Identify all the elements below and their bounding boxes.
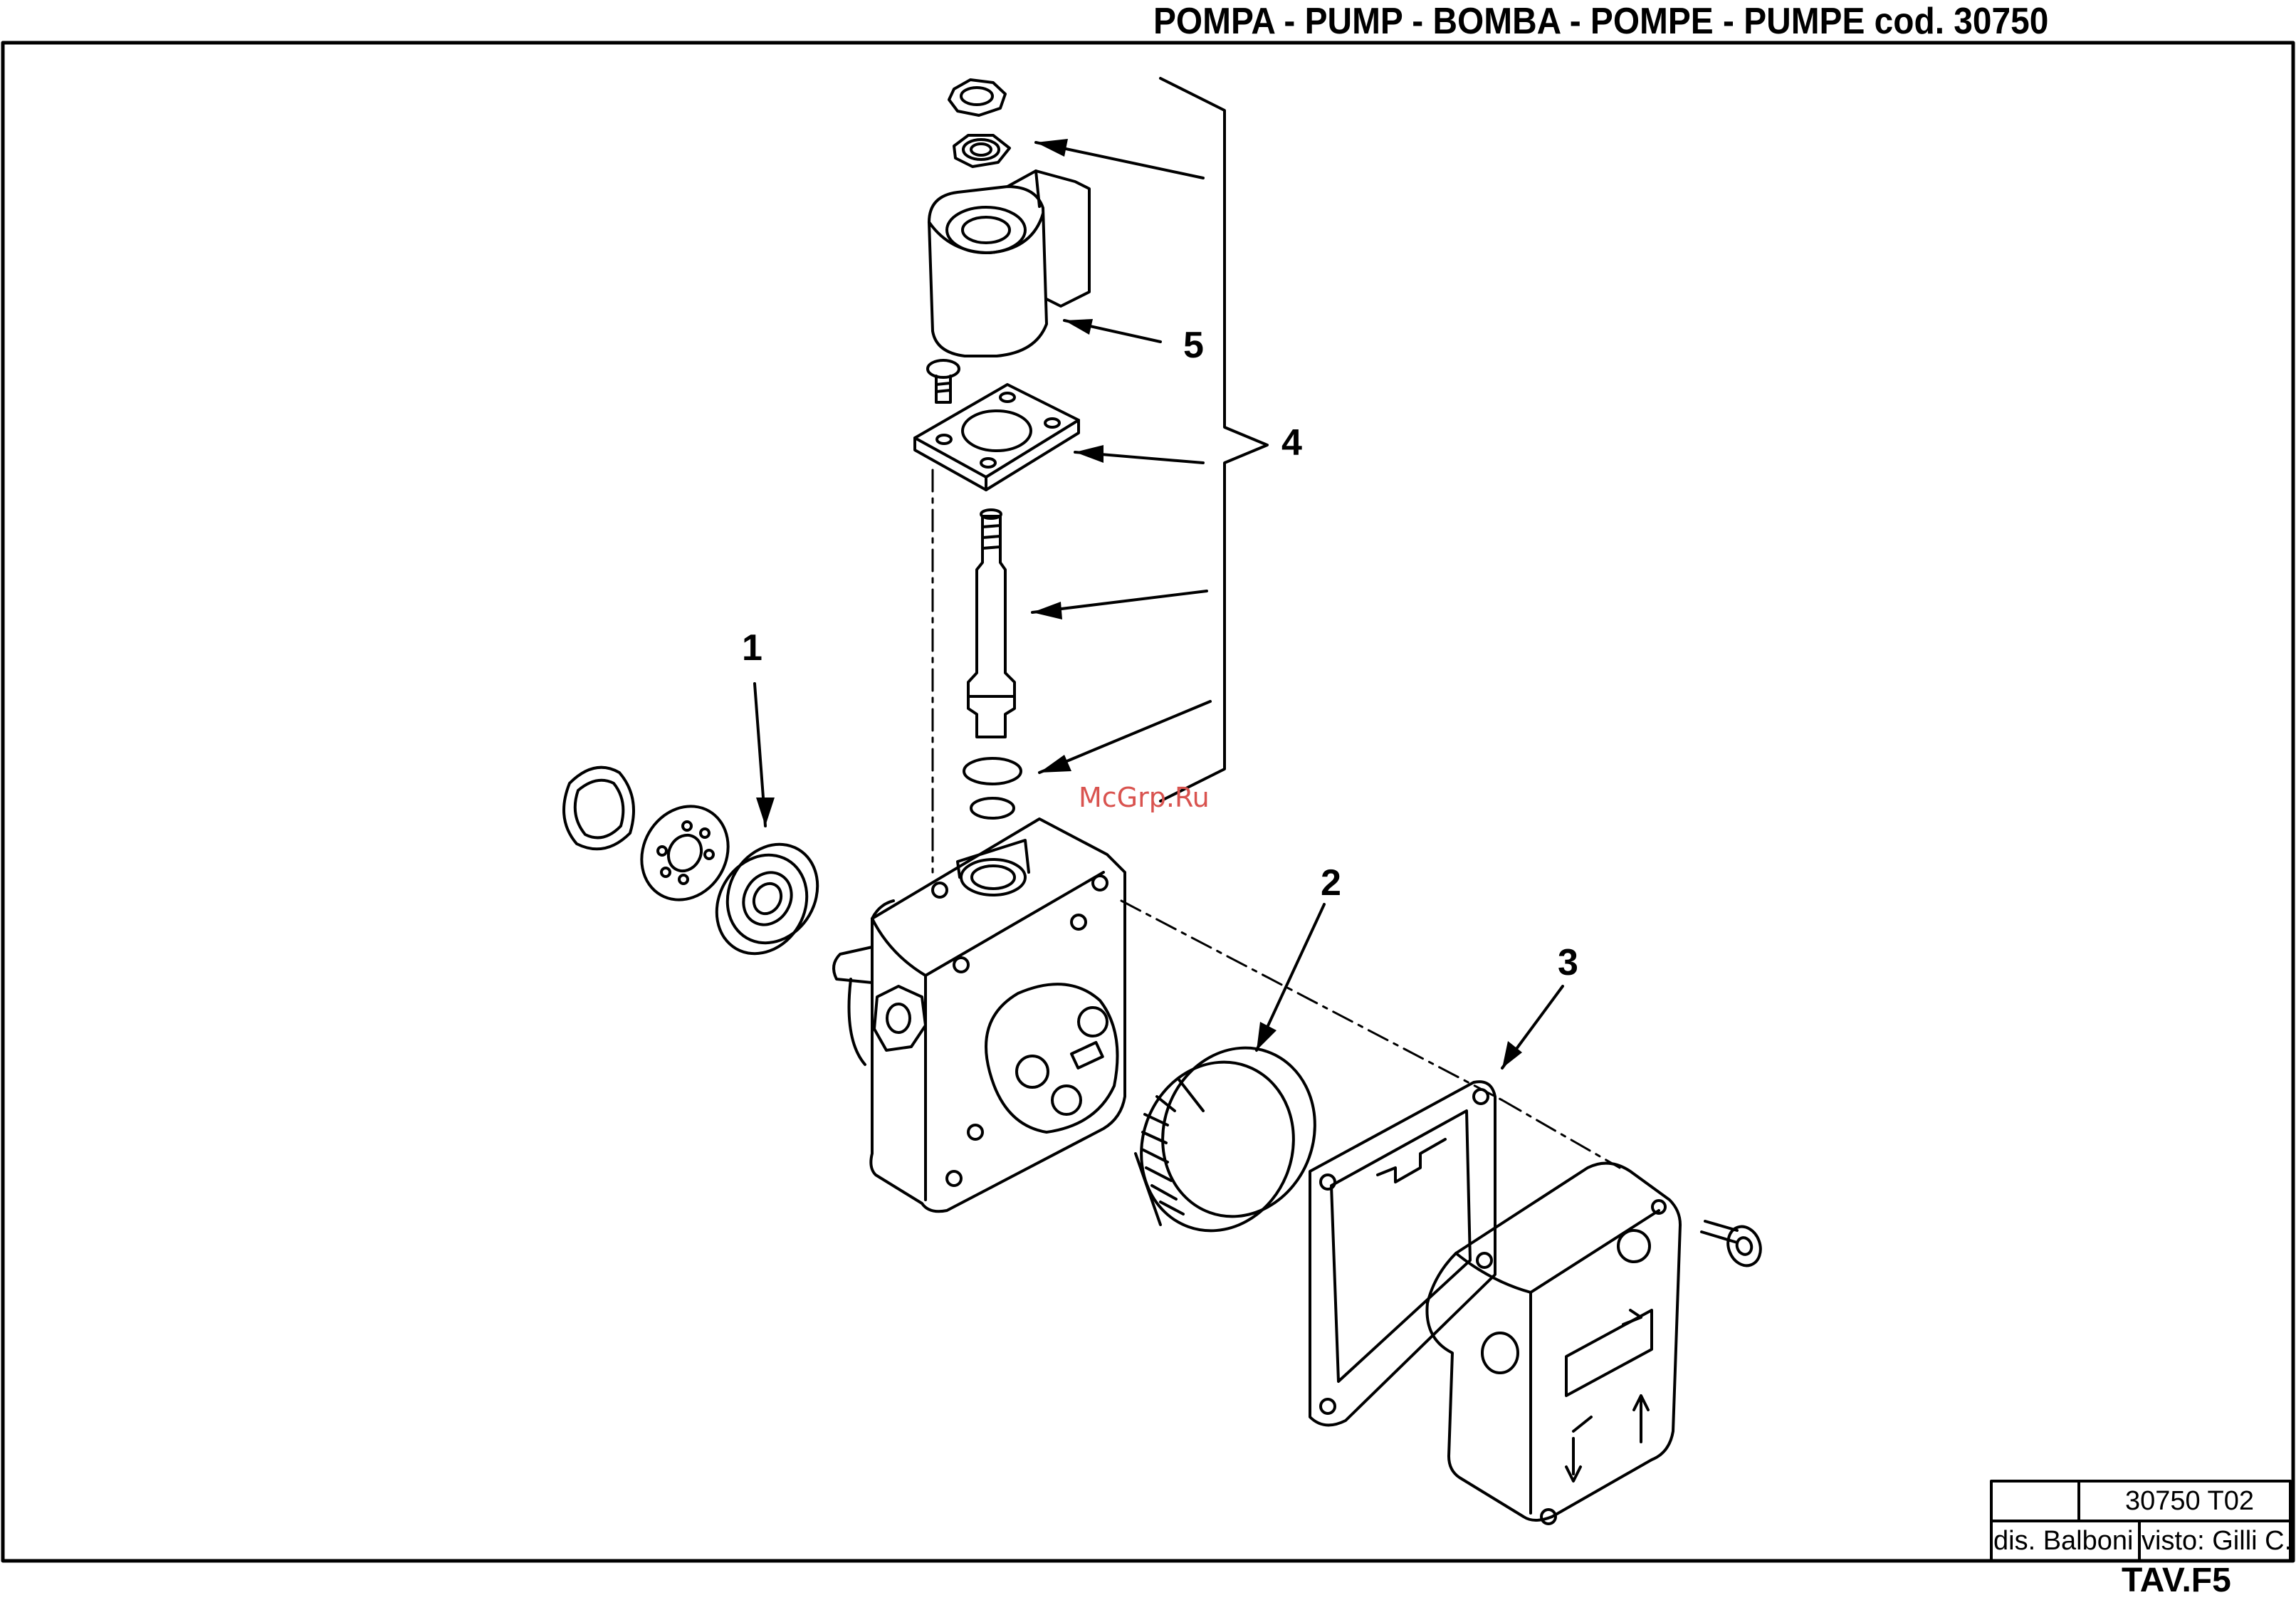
- nut-part: [949, 80, 1005, 115]
- valve-stem-part: [968, 510, 1015, 737]
- rear-cover-part: [1427, 1164, 1680, 1524]
- flange-plate-part: [915, 385, 1079, 490]
- o-ring-part: [964, 758, 1021, 784]
- checked-by: visto: Gilli C.: [2142, 1526, 2292, 1557]
- arrow-head: [1039, 755, 1071, 773]
- callout-3: 3: [1558, 941, 1578, 984]
- pump-body-part: [834, 819, 1125, 1211]
- solenoid-coil-part: [929, 171, 1089, 356]
- callout-5: 5: [1183, 324, 1204, 367]
- watermark-text: McGrp.Ru: [1079, 782, 1210, 813]
- drawn-by: dis. Balboni: [1993, 1526, 2133, 1557]
- callout-4: 4: [1281, 422, 1302, 464]
- sheet-id: TAV.F5: [2122, 1561, 2231, 1600]
- o-ring-part: [971, 798, 1014, 818]
- arrow-head: [756, 798, 775, 826]
- page-title: POMPA - PUMP - BOMBA - POMPE - PUMPE cod…: [1153, 0, 2048, 43]
- circlip-part: [564, 768, 634, 849]
- gear-part: [1118, 1026, 1338, 1252]
- callout-2: 2: [1321, 862, 1341, 904]
- arrow-head: [1036, 139, 1068, 157]
- arrow-head: [1064, 319, 1093, 335]
- gasket-part: [1310, 1082, 1495, 1425]
- washer-part: [954, 135, 1010, 167]
- callout-1: 1: [742, 627, 762, 669]
- centre-lines: [933, 470, 1620, 1168]
- ball-bearing-part: [699, 828, 835, 971]
- drawing-code: 30750 T02: [2125, 1486, 2254, 1517]
- arrow-head: [1257, 1022, 1277, 1050]
- screw-part: [928, 360, 959, 402]
- cover-screw-part: [1702, 1221, 1766, 1270]
